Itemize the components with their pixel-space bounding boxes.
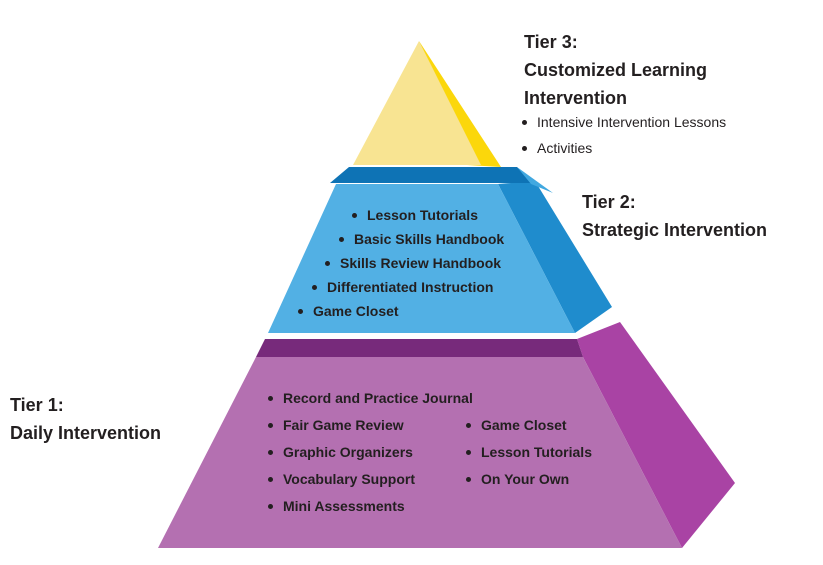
tier1-bullet-item: Graphic Organizers: [268, 442, 413, 462]
tier2-item-label: Skills Review Handbook: [340, 255, 502, 271]
tier1-bullet-item: Fair Game Review: [268, 415, 404, 435]
bullet-icon: [268, 503, 273, 509]
tier1-bullet-item: Mini Assessments: [268, 496, 405, 516]
tier3-label-line: Customized Learning: [524, 60, 708, 80]
tier1-item-label: Game Closet: [481, 417, 567, 433]
bullet-icon: [268, 449, 273, 455]
bullet-icon: [352, 212, 357, 218]
bullet-icon: [466, 422, 471, 428]
tier3-label-line: Intervention: [524, 88, 628, 108]
tier3-label: Tier 3: Customized Learning Intervention: [524, 28, 707, 112]
bullet-icon: [466, 449, 471, 455]
tier2-label-line: Tier 2:: [582, 192, 636, 212]
tier1-front-face: [158, 357, 682, 548]
tier1-bullet-item: On Your Own: [466, 469, 569, 489]
bullet-icon: [268, 476, 273, 482]
bullet-icon: [298, 308, 303, 314]
tier2-side-face: [498, 181, 612, 333]
bullet-icon: [268, 422, 273, 428]
tier1-label: Tier 1: Daily Intervention: [10, 391, 161, 447]
tier1-bullet-item: Lesson Tutorials: [466, 442, 592, 462]
tier2-bullet-item: Lesson Tutorials: [352, 205, 478, 225]
bullet-icon: [268, 395, 273, 401]
tier1-item-label: Record and Practice Journal: [283, 390, 473, 406]
tier2-item-label: Lesson Tutorials: [367, 207, 478, 223]
tier1-item-label: Fair Game Review: [283, 417, 404, 433]
tier3-bullet-item: Activities: [522, 138, 592, 158]
tier1-label-line: Daily Intervention: [10, 423, 162, 443]
tier1-bullet-item: Record and Practice Journal: [268, 388, 473, 408]
tier1-item-label: Mini Assessments: [283, 498, 405, 514]
tier3-label-line: Tier 3:: [524, 32, 578, 52]
tier1-item-label: Lesson Tutorials: [481, 444, 592, 460]
bullet-icon: [522, 119, 527, 125]
tier2-front-face: [268, 184, 575, 333]
tier1-bullet-item: Vocabulary Support: [268, 469, 415, 489]
bullet-icon: [312, 284, 317, 290]
tier2-item-label: Game Closet: [313, 303, 399, 319]
bullet-icon: [325, 260, 330, 266]
tier3-bullet-item: Intensive Intervention Lessons: [522, 112, 726, 132]
tier3-side-face: [419, 41, 501, 167]
tier2-bullet-item: Differentiated Instruction: [312, 277, 493, 297]
tier2-bullet-item: Basic Skills Handbook: [339, 229, 504, 249]
tier1-label-line: Tier 1:: [10, 395, 64, 415]
bullet-icon: [466, 476, 471, 482]
tier1-item-label: On Your Own: [481, 471, 570, 487]
tier2-item-label: Differentiated Instruction: [327, 279, 494, 295]
bullet-icon: [522, 145, 527, 151]
tier1-top-face: [256, 339, 583, 357]
tier1-bullet-item: Game Closet: [466, 415, 567, 435]
tier1-side-face: [577, 322, 735, 548]
tier3-front-face: [353, 41, 481, 165]
tier2-corner-face: [517, 167, 553, 193]
bullet-icon: [339, 236, 344, 242]
tier3-item-label: Activities: [537, 140, 593, 156]
tier2-label-line: Strategic Intervention: [582, 220, 768, 240]
tier2-label: Tier 2: Strategic Intervention: [582, 188, 767, 244]
tier2-top-face: [330, 167, 533, 183]
tier2-bullet-item: Skills Review Handbook: [325, 253, 501, 273]
tier2-bullet-item: Game Closet: [298, 301, 399, 321]
tier1-item-label: Graphic Organizers: [283, 444, 413, 460]
tier1-item-label: Vocabulary Support: [283, 471, 415, 487]
tier2-item-label: Basic Skills Handbook: [354, 231, 505, 247]
tier3-item-label: Intensive Intervention Lessons: [537, 114, 727, 130]
